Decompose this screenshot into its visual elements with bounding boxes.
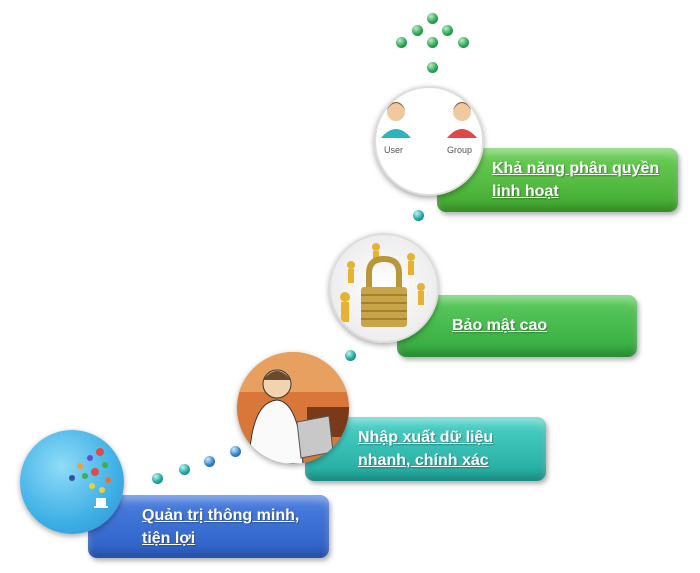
office-worker-icon: [237, 352, 349, 464]
label-line: linh hoạt: [492, 183, 559, 200]
decorative-dot: [396, 37, 407, 48]
user-label: User: [384, 145, 404, 155]
decorative-dot: [413, 210, 424, 221]
user-group-icon: User Group: [374, 86, 484, 196]
label-line: nhanh, chính xác: [358, 452, 489, 469]
feature-link-security[interactable]: Bảo mật cao: [452, 314, 547, 337]
padlock-people-icon: [329, 233, 439, 343]
apps-network-icon: [20, 430, 124, 534]
label-line: Khả năng phân quyền: [492, 160, 660, 177]
feature-box-security: Bảo mật cao: [397, 295, 637, 357]
label-line: Bảo mật cao: [452, 317, 548, 334]
feature-link-smart-admin[interactable]: Quản trị thông minh, tiện lợi: [142, 504, 299, 550]
decorative-dot: [442, 25, 453, 36]
label-line: Quản trị thông minh,: [142, 507, 300, 524]
feature-link-permissions[interactable]: Khả năng phân quyền linh hoạt: [492, 157, 659, 203]
feature-link-data-io[interactable]: Nhập xuất dữ liệu nhanh, chính xác: [358, 426, 493, 472]
decorative-dot: [427, 37, 438, 48]
label-line: tiện lợi: [142, 530, 196, 547]
decorative-dot: [458, 37, 469, 48]
decorative-dot: [230, 446, 241, 457]
decorative-dot: [152, 473, 163, 484]
label-line: Nhập xuất dữ liệu: [358, 429, 494, 446]
decorative-dot: [345, 350, 356, 361]
feature-box-smart-admin: Quản trị thông minh, tiện lợi: [88, 495, 329, 558]
group-label: Group: [447, 145, 473, 155]
decorative-dot: [427, 62, 438, 73]
decorative-dot: [412, 25, 423, 36]
decorative-dot: [427, 13, 438, 24]
decorative-dot: [179, 464, 190, 475]
decorative-dot: [204, 456, 215, 467]
